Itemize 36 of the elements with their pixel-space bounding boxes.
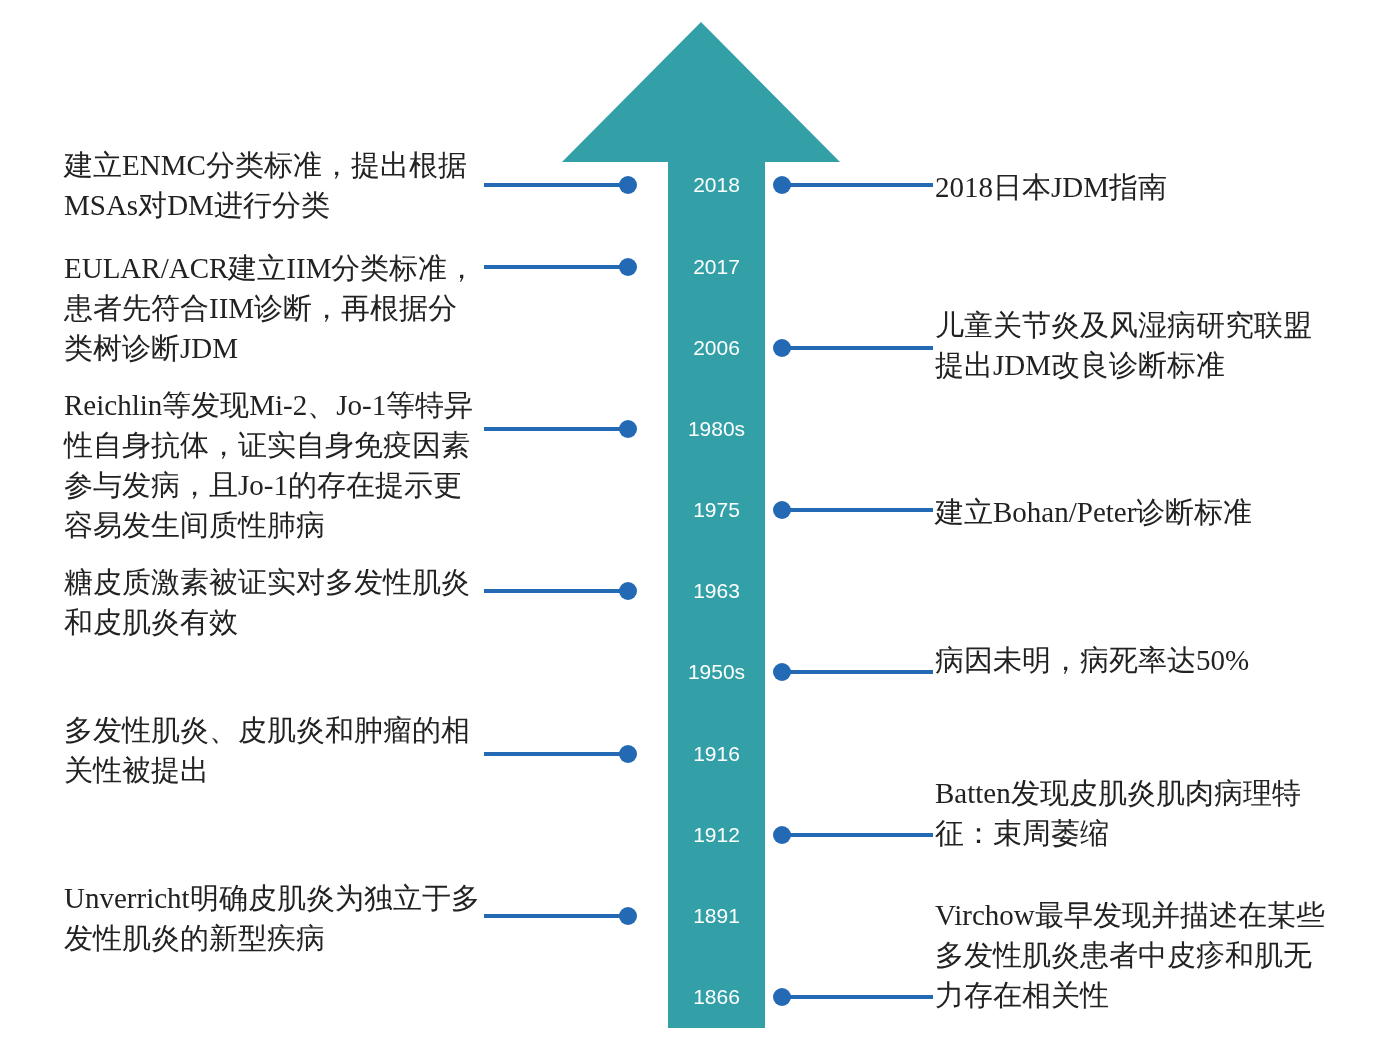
year-label: 1866 — [668, 984, 765, 1010]
leader-line — [773, 176, 933, 194]
leader-line — [773, 663, 933, 681]
year-label: 1950s — [668, 659, 765, 685]
event-description: 糖皮质激素被证实对多发性肌炎和皮肌炎有效 — [64, 562, 484, 642]
year-label: 2018 — [668, 172, 765, 198]
event-description: 病因未明，病死率达50% — [935, 640, 1325, 680]
event-description: 儿童关节炎及风湿病研究联盟提出JDM改良诊断标准 — [935, 305, 1325, 385]
event-description: Batten发现皮肌炎肌肉病理特征：束周萎缩 — [935, 773, 1325, 853]
leader-line — [484, 907, 637, 925]
year-label: 1975 — [668, 497, 765, 523]
leader-line — [484, 258, 637, 276]
leader-line — [773, 988, 933, 1006]
timeline-arrow — [560, 20, 842, 1028]
leader-line — [484, 420, 637, 438]
leader-line — [484, 176, 637, 194]
leader-line — [484, 745, 637, 763]
year-label: 2006 — [668, 335, 765, 361]
leader-line — [773, 501, 933, 519]
event-description: 多发性肌炎、皮肌炎和肿瘤的相关性被提出 — [64, 710, 484, 790]
leader-line — [773, 339, 933, 357]
leader-line — [484, 582, 637, 600]
year-label: 1912 — [668, 822, 765, 848]
event-description: Reichlin等发现Mi-2、Jo-1等特异性自身抗体，证实自身免疫因素参与发病，且Jo-1的存在提示更容易发生间质性肺病 — [64, 385, 484, 545]
event-description: 建立ENMC分类标准，提出根据MSAs对DM进行分类 — [64, 145, 484, 225]
year-label: 1980s — [668, 416, 765, 442]
year-label: 1963 — [668, 578, 765, 604]
event-description: 2018日本JDM指南 — [935, 167, 1325, 207]
event-description: Unverricht明确皮肌炎为独立于多发性肌炎的新型疾病 — [64, 878, 484, 958]
event-description: 建立Bohan/Peter诊断标准 — [935, 492, 1325, 532]
leader-line — [773, 826, 933, 844]
year-label: 1916 — [668, 741, 765, 767]
year-label: 2017 — [668, 254, 765, 280]
event-description: Virchow最早发现并描述在某些多发性肌炎患者中皮疹和肌无力存在相关性 — [935, 895, 1325, 1015]
event-description: EULAR/ACR建立IIM分类标准，患者先符合IIM诊断，再根据分类树诊断JDM — [64, 248, 484, 368]
year-label: 1891 — [668, 903, 765, 929]
